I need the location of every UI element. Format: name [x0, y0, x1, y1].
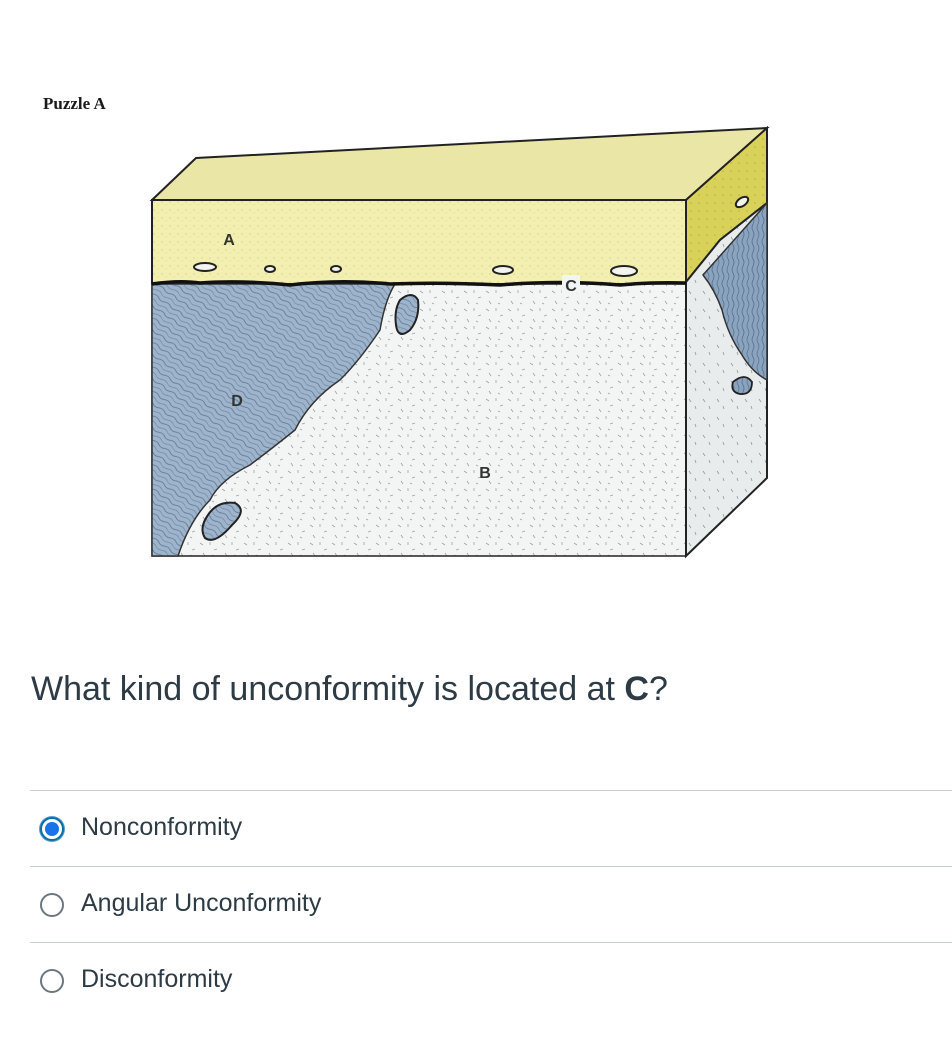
question-emphasis: C: [624, 670, 649, 708]
metamorphic-rock: [151, 283, 397, 557]
puzzle-title: Puzzle A: [43, 94, 106, 113]
xenolith-side: [731, 376, 753, 395]
answer-option-angular-unconformity[interactable]: Angular Unconformity: [30, 866, 952, 942]
pebble: [264, 265, 276, 273]
answer-option-nonconformity[interactable]: Nonconformity: [30, 790, 952, 866]
pebble: [492, 265, 514, 275]
pebble: [193, 262, 217, 272]
question-prefix: What kind of unconformity is located at: [31, 670, 625, 708]
label-c-backdrop: [562, 275, 580, 293]
label-a: A: [223, 232, 235, 249]
metamorphic-side: [702, 201, 768, 382]
radio-button-selected[interactable]: [40, 817, 64, 841]
geologic-block-diagram: A C D B: [149, 125, 770, 559]
answer-label[interactable]: Nonconformity: [81, 813, 243, 841]
xenolith-lower: [201, 501, 242, 541]
question-suffix: ?: [648, 670, 668, 708]
answer-option-disconformity[interactable]: Disconformity: [30, 942, 952, 1018]
sandstone-top-face: [149, 126, 770, 201]
answer-label[interactable]: Disconformity: [81, 965, 233, 993]
radio-button[interactable]: [40, 969, 64, 993]
unconformity-surface: [151, 279, 687, 287]
label-c: C: [565, 278, 577, 295]
label-d: D: [231, 393, 243, 410]
answer-list: Nonconformity Angular Unconformity Disco…: [30, 790, 952, 1018]
radio-button[interactable]: [40, 893, 64, 917]
pebble: [734, 195, 750, 209]
xenolith-upper: [394, 294, 420, 335]
label-b: B: [479, 465, 491, 482]
pebble: [610, 265, 638, 277]
pebble: [330, 265, 342, 273]
question-text: What kind of unconformity is located at …: [31, 670, 668, 709]
answer-label[interactable]: Angular Unconformity: [81, 889, 322, 917]
sandstone-layer: [151, 199, 687, 285]
